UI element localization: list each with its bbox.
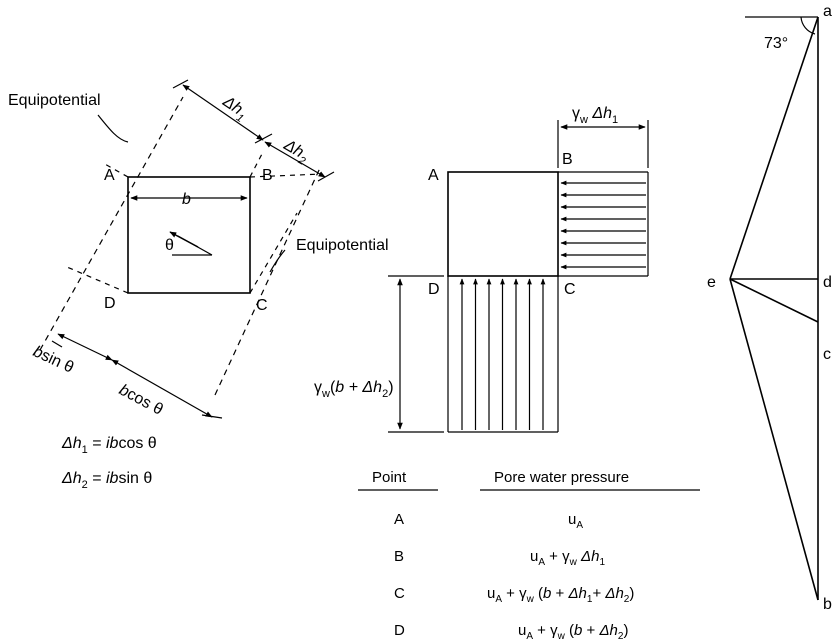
label-corner-A-mid: A: [428, 167, 439, 184]
table-row-D-pressure: uA + γw (b + Δh2): [518, 622, 628, 640]
table-row-C-point: C: [394, 585, 405, 602]
label-point-d: d: [823, 274, 832, 291]
label-dh1: Δh1: [217, 93, 251, 125]
equipotential-line-right: [214, 167, 321, 396]
label-gamma-dh1: γw Δh1: [572, 105, 618, 126]
table-row-A-point: A: [394, 511, 404, 528]
dim-arrow-bsin: [57, 333, 113, 361]
leader-equipotential-right: [269, 249, 286, 273]
tick-dh1-right: [254, 133, 273, 144]
pore-pressure-table: Point Pore water pressure A B C D uA uA …: [358, 469, 700, 640]
equipotential-line-left: [39, 96, 184, 351]
dim-arrow-dh1: [182, 84, 264, 141]
dashed-line-B: [249, 173, 323, 178]
label-point-e: e: [707, 274, 716, 291]
theta-flow-arrow: [169, 231, 199, 248]
leader-equipotential-top: [97, 114, 129, 143]
label-corner-B: B: [262, 167, 273, 184]
label-gamma-b-dh2: γw(b + Δh2): [314, 379, 394, 400]
dashed-line-A-top: [102, 162, 129, 178]
dashed-line-B-top: [249, 151, 264, 178]
dashed-line-C: [249, 212, 298, 294]
dim-arrow-dh2: [264, 141, 326, 178]
table-header-pressure: Pore water pressure: [494, 469, 629, 486]
label-equipotential-right: Equipotential: [296, 237, 389, 254]
dashed-line-D: [66, 266, 129, 294]
force-polygon: 73° a b c d e: [707, 3, 832, 613]
line-eb: [729, 278, 819, 601]
equation-dh2: Δh2 = ibsin θ: [61, 470, 152, 491]
label-point-a: a: [823, 3, 832, 20]
label-theta: θ: [165, 237, 174, 254]
svg-text:Δh1: Δh1: [217, 93, 251, 125]
dim-arrow-bcos: [111, 359, 213, 418]
label-point-c: c: [823, 346, 831, 363]
table-row-A-pressure: uA: [568, 511, 583, 531]
line-ae: [729, 16, 819, 280]
label-corner-B-mid: B: [562, 151, 573, 168]
label-bsin: bsin θ: [30, 343, 76, 376]
tick-bsin-left: [51, 340, 63, 348]
pressure-diagram: A B C D γw Δh1 γw(b + Δh2): [314, 105, 649, 433]
vertical-pressure-arrows: [459, 278, 546, 430]
svg-text:bsin θ: bsin θ: [30, 343, 76, 376]
tick-dh1-left: [172, 79, 189, 89]
soil-element-diagram: Equipotential Equipotential A B C D b θ …: [8, 79, 389, 491]
label-dh2: Δh2: [278, 136, 312, 168]
label-angle-73: 73°: [764, 35, 788, 52]
tick-dh2-right: [317, 171, 335, 182]
label-corner-C-mid: C: [564, 281, 576, 298]
table-header-point: Point: [372, 469, 407, 486]
table-row-B-point: B: [394, 548, 404, 565]
horizontal-pressure-arrows: [560, 180, 646, 270]
label-equipotential-top: Equipotential: [8, 92, 101, 109]
label-corner-D-mid: D: [428, 281, 440, 298]
table-row-D-point: D: [394, 622, 405, 639]
label-corner-D: D: [104, 295, 116, 312]
label-corner-C: C: [256, 297, 268, 314]
table-row-C-pressure: uA + γw (b + Δh1+ Δh2): [487, 585, 634, 605]
label-corner-A: A: [104, 167, 115, 184]
label-point-b: b: [823, 596, 832, 613]
element-square: [127, 176, 251, 294]
label-side-b: b: [182, 191, 191, 208]
line-ec: [729, 278, 819, 323]
svg-text:Δh2: Δh2: [278, 136, 312, 168]
table-row-B-pressure: uA + γw Δh1: [530, 548, 605, 568]
element-square-middle: [447, 171, 559, 277]
equation-dh1: Δh1 = ibcos θ: [61, 435, 157, 456]
angle-arc-73: [800, 16, 816, 35]
